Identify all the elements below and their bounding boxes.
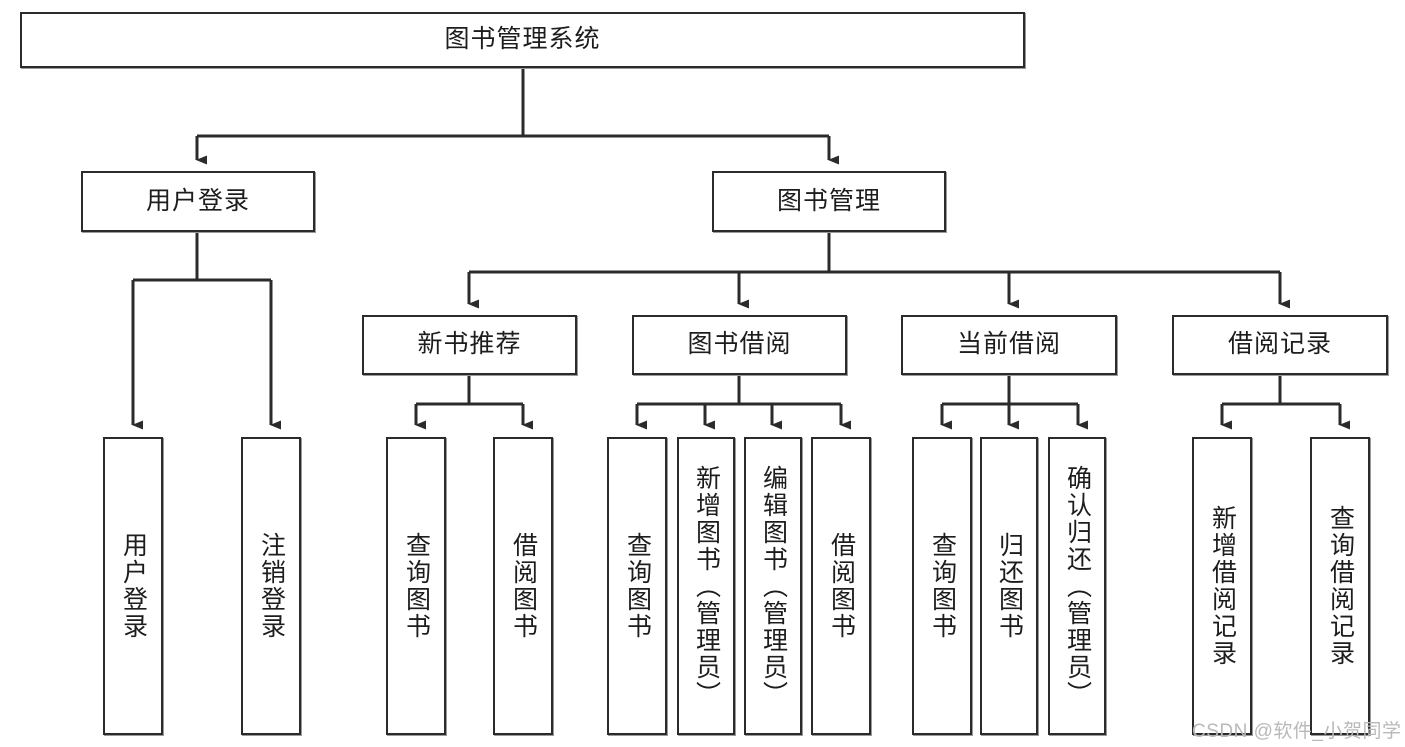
node-borrow-record[interactable]: 借阅记录 <box>1172 315 1388 375</box>
leaf-borrow-edit-book-admin[interactable]: 编辑图书（管理员） <box>744 437 802 735</box>
leaf-user-login-signin[interactable]: 用户登录 <box>103 437 163 735</box>
node-current-borrow[interactable]: 当前借阅 <box>901 315 1117 375</box>
leaf-borrow-borrow-book[interactable]: 借阅图书 <box>811 437 871 735</box>
node-user-login[interactable]: 用户登录 <box>81 171 315 232</box>
leaf-borrow-query-book[interactable]: 查询图书 <box>607 437 667 735</box>
leaf-recommend-query-book[interactable]: 查询图书 <box>386 437 446 735</box>
leaf-user-login-signout[interactable]: 注销登录 <box>241 437 301 735</box>
csdn-watermark: CSDN @软件_小贺同学 <box>1192 721 1402 742</box>
node-book-management[interactable]: 图书管理 <box>712 171 946 232</box>
leaf-current-return-book[interactable]: 归还图书 <box>980 437 1038 735</box>
leaf-current-confirm-return-admin[interactable]: 确认归还（管理员） <box>1048 437 1106 735</box>
leaf-record-add-borrow-record[interactable]: 新增借阅记录 <box>1192 437 1252 735</box>
node-book-borrow[interactable]: 图书借阅 <box>632 315 847 375</box>
node-root-system[interactable]: 图书管理系统 <box>20 12 1025 68</box>
leaf-recommend-borrow-book[interactable]: 借阅图书 <box>493 437 553 735</box>
leaf-record-query-borrow-record[interactable]: 查询借阅记录 <box>1310 437 1370 735</box>
node-new-book-recommend[interactable]: 新书推荐 <box>362 315 577 375</box>
leaf-borrow-add-book-admin[interactable]: 新增图书（管理员） <box>677 437 735 735</box>
leaf-current-query-book[interactable]: 查询图书 <box>912 437 972 735</box>
